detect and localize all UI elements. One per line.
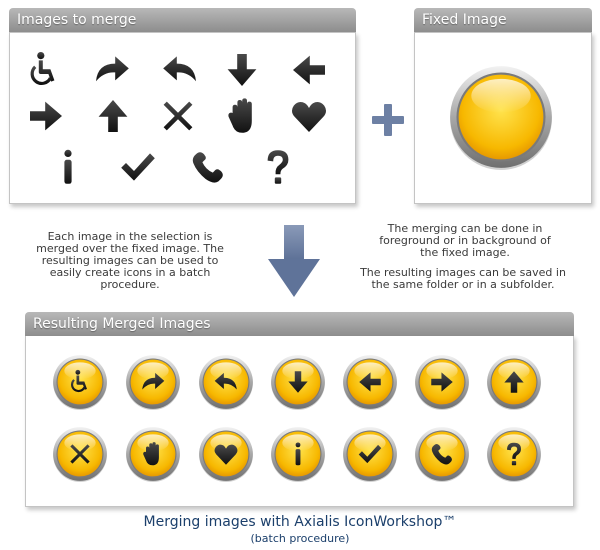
merged-heart-icon — [198, 426, 254, 482]
fixed-image-header: Fixed Image — [414, 8, 592, 32]
merged-undo-arrow-icon — [198, 354, 254, 410]
arrow-left-icon — [289, 50, 329, 90]
right-note-save-location: The resulting images can be saved in the… — [360, 266, 566, 291]
phone-icon — [188, 147, 228, 187]
merged-arrow-left-icon — [342, 354, 398, 410]
plus-icon — [368, 100, 408, 140]
merged-cross-icon — [52, 426, 108, 482]
footer-subtitle: (batch procedure) — [250, 532, 350, 545]
merged-question-icon — [486, 426, 542, 482]
undo-arrow-icon — [160, 50, 200, 90]
footer-title: Merging images with Axialis IconWorkshop… — [143, 514, 457, 530]
merged-arrow-up-icon — [486, 354, 542, 410]
merged-phone-icon — [414, 426, 470, 482]
arrow-down-icon — [222, 50, 262, 90]
merged-checkmark-icon — [342, 426, 398, 482]
hand-icon — [223, 96, 263, 136]
heart-icon — [289, 96, 329, 136]
right-note-merge-mode: The merging can be done in foreground or… — [379, 222, 551, 259]
fixed-image-orb — [448, 64, 554, 170]
redo-arrow-icon — [92, 50, 132, 90]
checkmark-icon — [118, 147, 158, 187]
merged-arrow-down-icon — [270, 354, 326, 410]
wheelchair-icon — [24, 50, 64, 90]
merged-info-icon — [270, 426, 326, 482]
merged-arrow-right-icon — [414, 354, 470, 410]
merged-redo-arrow-icon — [125, 354, 181, 410]
merged-hand-icon — [125, 426, 181, 482]
cross-icon — [158, 96, 198, 136]
resulting-images-header: Resulting Merged Images — [25, 312, 574, 336]
arrow-right-icon — [26, 96, 66, 136]
images-to-merge-header: Images to merge — [9, 8, 356, 32]
left-note: Each image in the selection is merged ov… — [36, 230, 224, 291]
arrow-up-icon — [93, 96, 133, 136]
question-icon — [258, 147, 298, 187]
info-icon — [48, 147, 88, 187]
arrow-down-icon — [268, 225, 320, 297]
merged-wheelchair-icon — [52, 354, 108, 410]
